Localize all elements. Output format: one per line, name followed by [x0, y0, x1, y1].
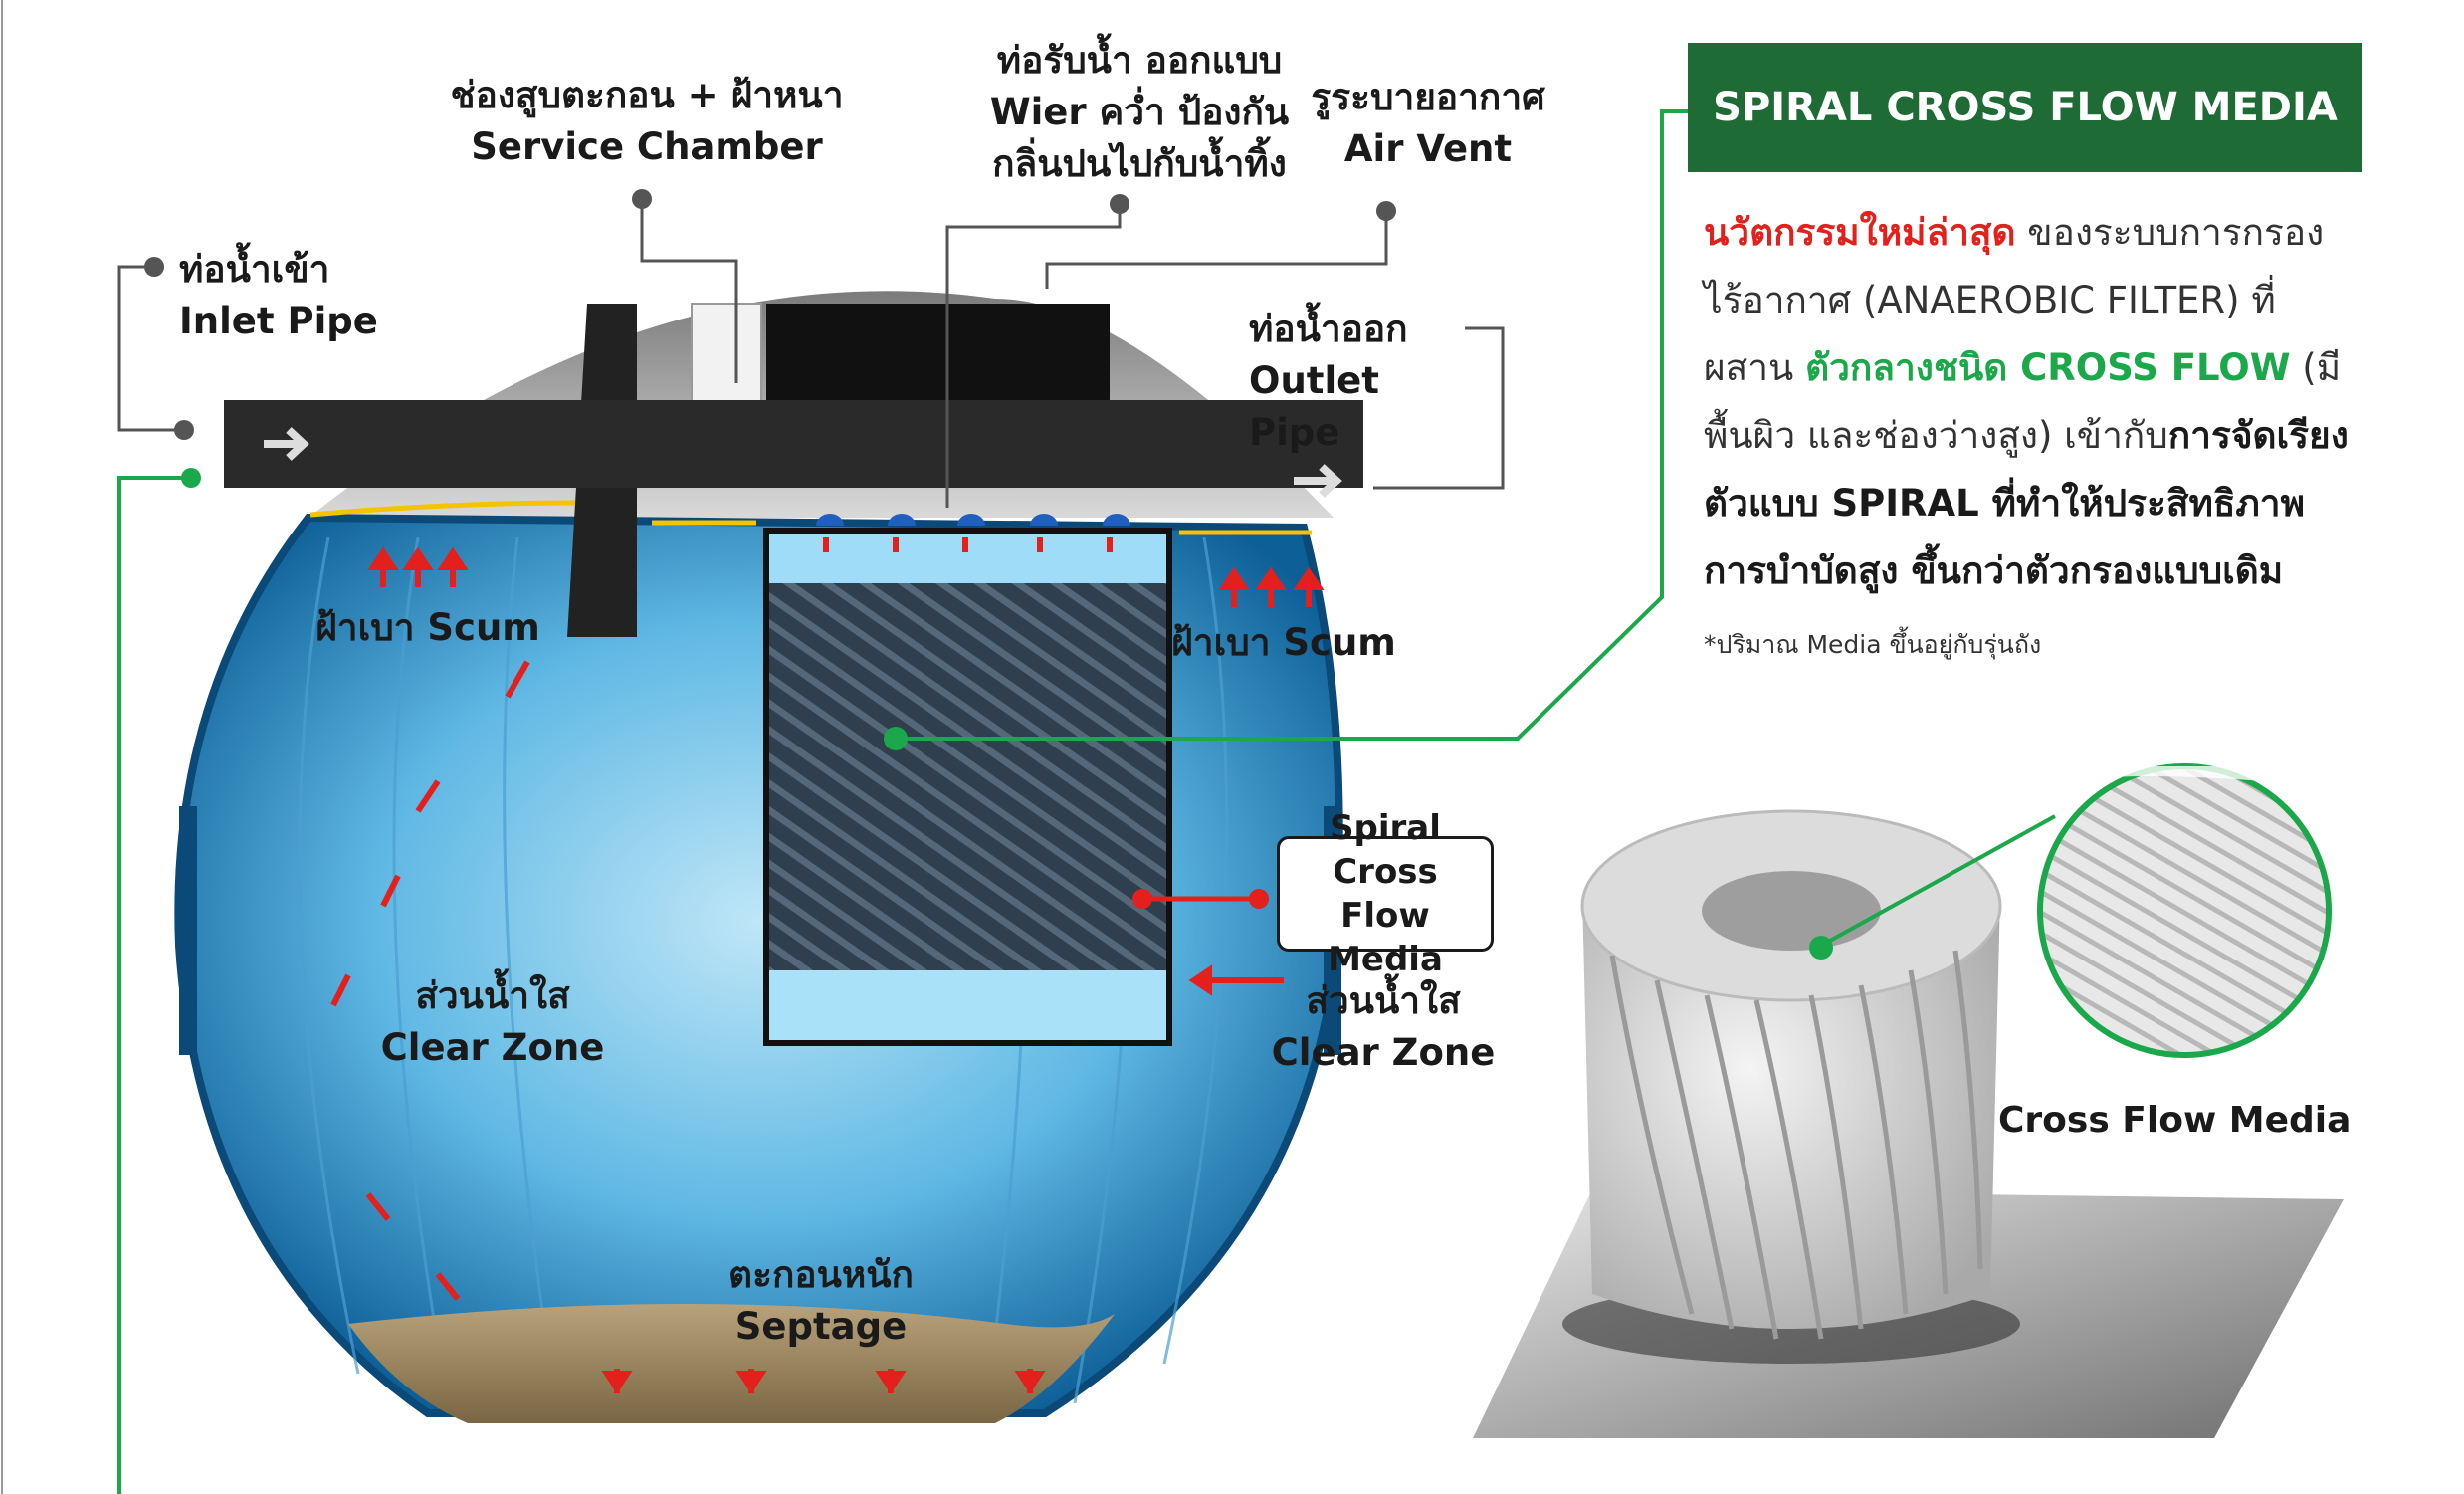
scum-line-left: [309, 500, 578, 518]
scum-right-label: ฝ้าเบา Scum: [1171, 621, 1396, 664]
media-caption: Cross Flow Media: [1998, 1100, 2352, 1141]
panel-highlight-red: นวัตกรรมใหม่ล่าสุด: [1704, 211, 2016, 254]
panel-text-bold: การจัดเรียงตัวแบบ SPIRAL ที่ทำให้ประสิทธ…: [1704, 414, 2349, 592]
green-leader: [117, 476, 189, 1494]
clear-right-en: Clear Zone: [1271, 1031, 1496, 1074]
septage-layer: [348, 1304, 1115, 1423]
service-chamber-th: ช่องสูบตะกอน + ฝ้าหนา: [450, 74, 844, 116]
weir-line3: กลิ่นปนไปกับน้ำทิ้ง: [992, 142, 1287, 185]
weir-pipe-label: ท่อรับน้ำ ออกแบบ Wier คว่ำ ป้องกัน กลิ่น…: [930, 35, 1348, 190]
main-pipe: [224, 400, 1363, 488]
green-leader-media: [896, 109, 1688, 741]
clear-left-th: ส่วนน้ำใส: [415, 974, 570, 1017]
air-vent-label: รูระบายอากาศ Air Vent: [1284, 72, 1572, 175]
air-vent-th: รูระบายอากาศ: [1311, 76, 1545, 118]
clear-zone-right-label: ส่วนน้ำใส Clear Zone: [1264, 975, 1503, 1079]
clear-right-th: ส่วนน้ำใส: [1306, 979, 1461, 1022]
inlet-arrow: [264, 427, 309, 461]
zoom-leader: [1820, 814, 2056, 948]
callout-dots: [144, 189, 1396, 440]
service-chamber-en: Service Chamber: [471, 125, 823, 168]
media-spiral-blades: [1609, 950, 1983, 1340]
weir-domes: [816, 514, 1130, 526]
spiral-callout-line2: Flow Media: [1328, 896, 1443, 979]
service-chamber-label: ช่องสูบตะกอน + ฝ้าหนา Service Chamber: [408, 70, 886, 173]
clear-left-en: Clear Zone: [380, 1026, 605, 1069]
flow-arrows: [330, 537, 1325, 1394]
panel-text-1: ของระบบการกรอง ไร้อากาศ (ANAEROBIC FILTE…: [1704, 211, 2325, 389]
media-zoom-circle: [2037, 763, 2332, 1058]
green-dot-inlet: [181, 468, 201, 488]
septage-en: Septage: [734, 1305, 908, 1348]
green-dot-media: [884, 727, 908, 750]
filter-media-block: [763, 528, 1172, 1046]
weir-line1: ท่อรับน้ำ ออกแบบ: [996, 39, 1283, 82]
weir-line2: Wier คว่ำ ป้องกัน: [989, 91, 1290, 133]
outlet-en: Outlet Pipe: [1249, 359, 1379, 454]
scum-left-label: ฝ้าเบา Scum: [315, 606, 540, 649]
spiral-callout-line1: Spiral Cross: [1330, 808, 1441, 892]
outlet-th: ท่อน้ำออก: [1249, 308, 1408, 350]
panel-note: *ปริมาณ Media ขึ้นอยู่กับรุ่นถัง: [1704, 630, 2042, 659]
panel-title: SPIRAL CROSS FLOW MEDIA: [1688, 43, 2362, 172]
clear-zone-left-label: ส่วนน้ำใส Clear Zone: [373, 970, 612, 1074]
tank-left-lug: [179, 806, 197, 1055]
panel-description: นวัตกรรมใหม่ล่าสุด ของระบบการกรอง ไร้อาก…: [1704, 199, 2361, 605]
spiral-callout-box: Spiral Cross Flow Media: [1277, 808, 1494, 979]
panel-highlight-green: ตัวกลางชนิด CROSS FLOW: [1805, 346, 2291, 389]
air-vent-en: Air Vent: [1343, 127, 1513, 170]
inlet-pipe-label: ท่อน้ำเข้า Inlet Pipe: [179, 244, 408, 347]
zoom-dot: [1809, 936, 1833, 960]
filter-bottom-water: [769, 970, 1166, 1040]
septage-label: ตะกอนหนัก Septage: [697, 1249, 945, 1353]
panel-text-2: (มีพื้นผิว และช่องว่างสูง) เข้ากับ: [1704, 346, 2342, 457]
inlet-en: Inlet Pipe: [179, 300, 378, 342]
septage-th: ตะกอนหนัก: [728, 1253, 914, 1296]
inlet-th: ท่อน้ำเข้า: [179, 248, 330, 291]
outlet-arrow: [1294, 464, 1342, 498]
outlet-pipe-label: ท่อน้ำออก Outlet Pipe: [1249, 304, 1478, 459]
